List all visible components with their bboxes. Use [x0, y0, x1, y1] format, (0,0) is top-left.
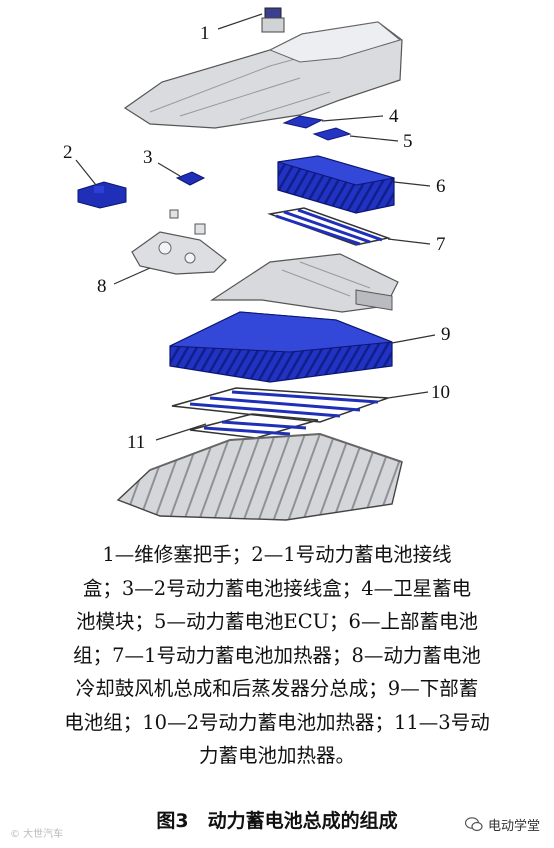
lower-battery-stack: [169, 311, 393, 383]
cooling-blower-assembly: [131, 209, 227, 275]
callout-10: 10: [431, 382, 450, 403]
callout-1: 1: [200, 23, 210, 44]
caption-line: 池模块；5—动力蓄电池ECU；6—上部蓄电池: [76, 610, 478, 633]
callout-line-3: [157, 162, 181, 177]
callout-line-4: [321, 115, 384, 122]
caption-line: 组；7—1号动力蓄电池加热器；8—动力蓄电池: [73, 643, 481, 667]
callout-line-8: [113, 267, 151, 285]
callout-line-9: [391, 334, 436, 344]
callout-8: 8: [97, 276, 107, 297]
wechat-icon: [464, 817, 483, 832]
caption-line: 盒；3—2号动力蓄电池接线盒；4—卫星蓄电: [82, 576, 472, 600]
callout-6: 6: [436, 176, 446, 197]
watermark-right: 电动学堂: [464, 815, 540, 834]
battery-exploded-diagram: 1 2 3 4 5 6 7 8 9 10 11: [63, 7, 451, 521]
figure-caption: 1—维修塞把手；2—1号动力蓄电池接线 盒；3—2号动力蓄电池接线盒；4—卫星蓄…: [22, 538, 532, 773]
heater-1: [267, 207, 391, 246]
callout-line-11: [155, 423, 207, 441]
callout-line-6: [393, 181, 431, 187]
callout-line-7: [387, 238, 431, 245]
watermark-left: © 大世汽车: [10, 829, 64, 840]
caption-line: 力蓄电池加热器。: [198, 744, 355, 767]
callout-line-2: [75, 159, 97, 186]
callout-4: 4: [389, 106, 399, 127]
upper-case-cover: [123, 21, 403, 129]
caption-line: 电池组；10—2号动力蓄电池加热器；11—3号动: [64, 710, 490, 734]
callout-2: 2: [63, 142, 73, 163]
caption-line: 冷却鼓风机总成和后蒸发器分总成；9—下部蓄: [75, 677, 479, 700]
junction-box-2: [175, 171, 206, 186]
heater-3: [189, 413, 319, 439]
junction-box-1: [77, 181, 127, 209]
callout-line-5: [349, 135, 399, 142]
callout-line-10: [387, 391, 429, 399]
callout-7: 7: [436, 234, 446, 255]
callout-9: 9: [441, 324, 451, 345]
lower-case: [116, 432, 403, 521]
callout-11: 11: [127, 432, 145, 453]
figure-title: 图3 动力蓄电池总成的组成: [156, 810, 398, 832]
callout-line-1: [217, 13, 263, 30]
upper-battery-stack: [277, 155, 395, 214]
callout-3: 3: [143, 147, 153, 168]
callout-5: 5: [403, 131, 413, 152]
watermark-right-text: 电动学堂: [487, 819, 540, 834]
caption-line: 1—维修塞把手；2—1号动力蓄电池接线: [102, 543, 452, 566]
battery-ecu: [312, 127, 352, 141]
service-plug-handle: [261, 7, 285, 33]
satellite-battery-module: [282, 115, 324, 129]
middle-tray: [209, 253, 399, 313]
